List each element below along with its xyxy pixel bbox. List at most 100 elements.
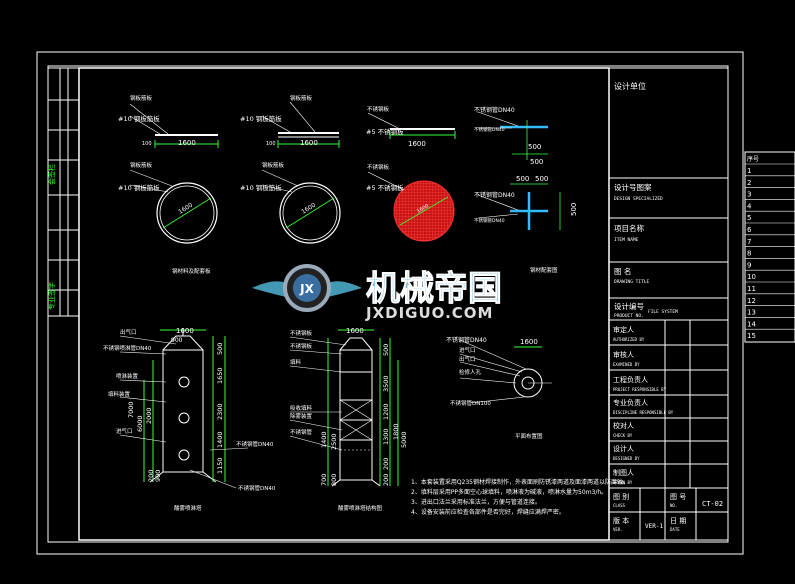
lt-label-5: 进气口	[116, 427, 133, 435]
tower-middle: 不锈钢板 不锈钢板 填料 吸收填料 除雾装置 不锈钢管 1600 500 350…	[289, 327, 408, 512]
lt-label-1: 出气口	[120, 328, 137, 336]
pv-label-3: 出气口	[459, 355, 476, 363]
tb-role-4: 专业负责人	[613, 398, 648, 407]
tb-sheet-sub: NO.	[670, 503, 677, 508]
tb-role-5-en: CHECK BY	[613, 433, 633, 438]
tb-unit: 设计单位	[614, 81, 646, 91]
p1-side: 100	[142, 141, 152, 147]
c2-label1: 钢板筋板	[262, 161, 285, 169]
tb-design-no-sub2: FILE SYSTEM	[648, 309, 678, 315]
lt-label-2: 不锈钢喷淋管DN40	[103, 344, 152, 352]
notes: 1、本套装置采用Q235钢材焊接制作，外表面刷防锈漆两道及面漆两道以防腐蚀。 2…	[411, 478, 629, 516]
c4-dim2: 500	[535, 175, 548, 183]
lt-dim-7: 7000	[127, 401, 135, 418]
row-index-item: 12	[747, 297, 756, 305]
tb-rev: 版 本	[613, 516, 629, 525]
left-sign-strip: 会签栏 专业签字	[47, 67, 79, 317]
drawing-area-frame	[78, 67, 610, 541]
tb-scale: 图 别	[613, 492, 629, 501]
c3-dia: 1600	[416, 203, 430, 215]
mt-dim-0: 500	[382, 344, 390, 356]
watermark-badge: JX	[299, 282, 314, 296]
outer-frame	[36, 51, 744, 555]
tb-rev-value: VER-1	[645, 523, 663, 530]
mt-label-4: 吸收填料	[290, 404, 313, 412]
row-index-header: 序号	[747, 155, 759, 163]
lt-caption: 酸雾喷淋塔	[174, 504, 202, 512]
p4-dim1: 500	[528, 143, 541, 151]
part-ring-1: 钢板筋板 #10 钢板筋板 1600	[118, 161, 218, 244]
lt-top-dim: 1600	[176, 327, 194, 335]
c4-label2: 不锈钢管DN40	[474, 217, 505, 224]
mt-dim-6: 700	[320, 474, 328, 486]
mt-dim-7: 800	[330, 474, 338, 486]
title-block: 设计单位 设计号图案 DESIGN SPECIALIZED 项目名称 ITEM …	[608, 67, 729, 541]
p2-label2: #10 钢板筋板	[240, 114, 282, 123]
tb-role-4-en: DISCIPLINE RESPONSIBLE BY	[613, 410, 674, 415]
mt-caption: 酸雾喷淋塔结构图	[338, 504, 383, 512]
lt-dim-2: 2300	[216, 403, 224, 420]
lt-dim-3: 1400	[216, 431, 224, 448]
tb-date: 日 期	[670, 517, 686, 525]
mt-label-5: 除雾装置	[290, 412, 313, 420]
sign-strip-text-1: 会签栏	[47, 164, 56, 185]
sign-strip-text-2: 专业签字	[47, 282, 56, 310]
mt-dim-5: 2500	[330, 433, 338, 450]
mt-dim-11: 5000	[400, 431, 408, 448]
row-index-item: 9	[747, 261, 751, 269]
tb-role-2: 审核人	[613, 350, 634, 359]
tb-design-no: 设计编号	[614, 301, 644, 311]
lt-dim-8: 900	[154, 470, 162, 482]
p3-dim: 1600	[408, 140, 426, 148]
p4-dim2: 500	[530, 158, 543, 166]
tb-project-name: 项目名称	[614, 223, 644, 233]
lt-label-6: 不锈钢管DN40	[236, 440, 274, 448]
part-plate-3: 不锈钢板 #5 不锈钢板 1600	[366, 105, 456, 148]
tb-date-sub: DATE	[670, 527, 680, 532]
tb-design-no-sub: PRODUCT NO.	[614, 313, 644, 319]
tb-rev-sub: VER.	[613, 527, 623, 532]
p2-dim: 1600	[300, 139, 318, 147]
row-index-item: 3	[747, 191, 751, 199]
lt-dim-900: 900	[171, 337, 183, 344]
part-ring-2: 钢板筋板 #10 钢板筋板 1600	[240, 161, 341, 244]
row-index-item: 8	[747, 250, 751, 258]
c4-label1: 不锈钢管DN40	[474, 191, 515, 199]
pv-dim: 1600	[520, 338, 538, 346]
note-1: 1、本套装置采用Q235钢材焊接制作，外表面刷防锈漆两道及面漆两道以防腐蚀。	[411, 478, 629, 486]
tb-role-1: 审定人	[613, 325, 634, 334]
row-index-item: 4	[747, 202, 752, 210]
part-cross-pipe: 不锈钢管DN40 不锈钢管DN40 500 500 500	[474, 175, 578, 230]
pv-label-1: 不锈钢管DN40	[446, 336, 487, 344]
mt-top-dim: 1600	[346, 327, 364, 335]
c1-label2: #10 钢板筋板	[118, 183, 160, 192]
tb-project-name-sub: ITEM NAME	[614, 237, 639, 243]
tb-role-2-en: EXAMINED BY	[613, 362, 640, 367]
row-index-item: 2	[747, 179, 751, 187]
row-index-item: 15	[747, 332, 756, 340]
lt-dim-6: 6000	[136, 415, 144, 432]
c4-dim1: 500	[516, 175, 529, 183]
lt-dim-4: 1150	[216, 457, 224, 474]
mt-dim-9: 200	[382, 474, 390, 486]
tb-sheet: 图 号	[670, 493, 686, 501]
pv-label-2: 进气口	[459, 346, 476, 354]
p2-label1: 钢板筋板	[290, 94, 313, 102]
tb-role-3: 工程负责人	[613, 375, 648, 384]
mt-label-2: 不锈钢板	[290, 342, 313, 350]
plan-view: 不锈钢管DN40 进气口 出气口 检修人孔 不锈钢管DN100 1600 平面布…	[446, 336, 552, 440]
row-index-item: 11	[747, 285, 756, 293]
mt-label-6: 不锈钢管	[290, 428, 313, 436]
pv-label-5: 不锈钢管DN100	[450, 399, 491, 407]
tb-role-3-en: PROJECT RESPONSIBLE BY	[613, 387, 667, 392]
p2-side: 100	[266, 141, 276, 147]
watermark-logo: JX 机械帝国 JXDIGUO.COM	[252, 264, 503, 322]
tower-left: 出气口 不锈钢喷淋管DN40 喷淋装置 填料装置 进气口 不锈钢管DN40 不锈…	[103, 327, 276, 512]
tb-project-no: 设计号图案	[614, 182, 652, 192]
p1-dim: 1600	[178, 139, 196, 147]
p3-label1: 不锈钢板	[367, 105, 390, 113]
row-index-item: 13	[747, 309, 756, 317]
pv-caption: 平面布置图	[515, 432, 543, 440]
row-index-item: 1	[747, 167, 751, 175]
note-3: 3、进出口法兰采用标准法兰，方便与管道连接。	[411, 498, 541, 506]
